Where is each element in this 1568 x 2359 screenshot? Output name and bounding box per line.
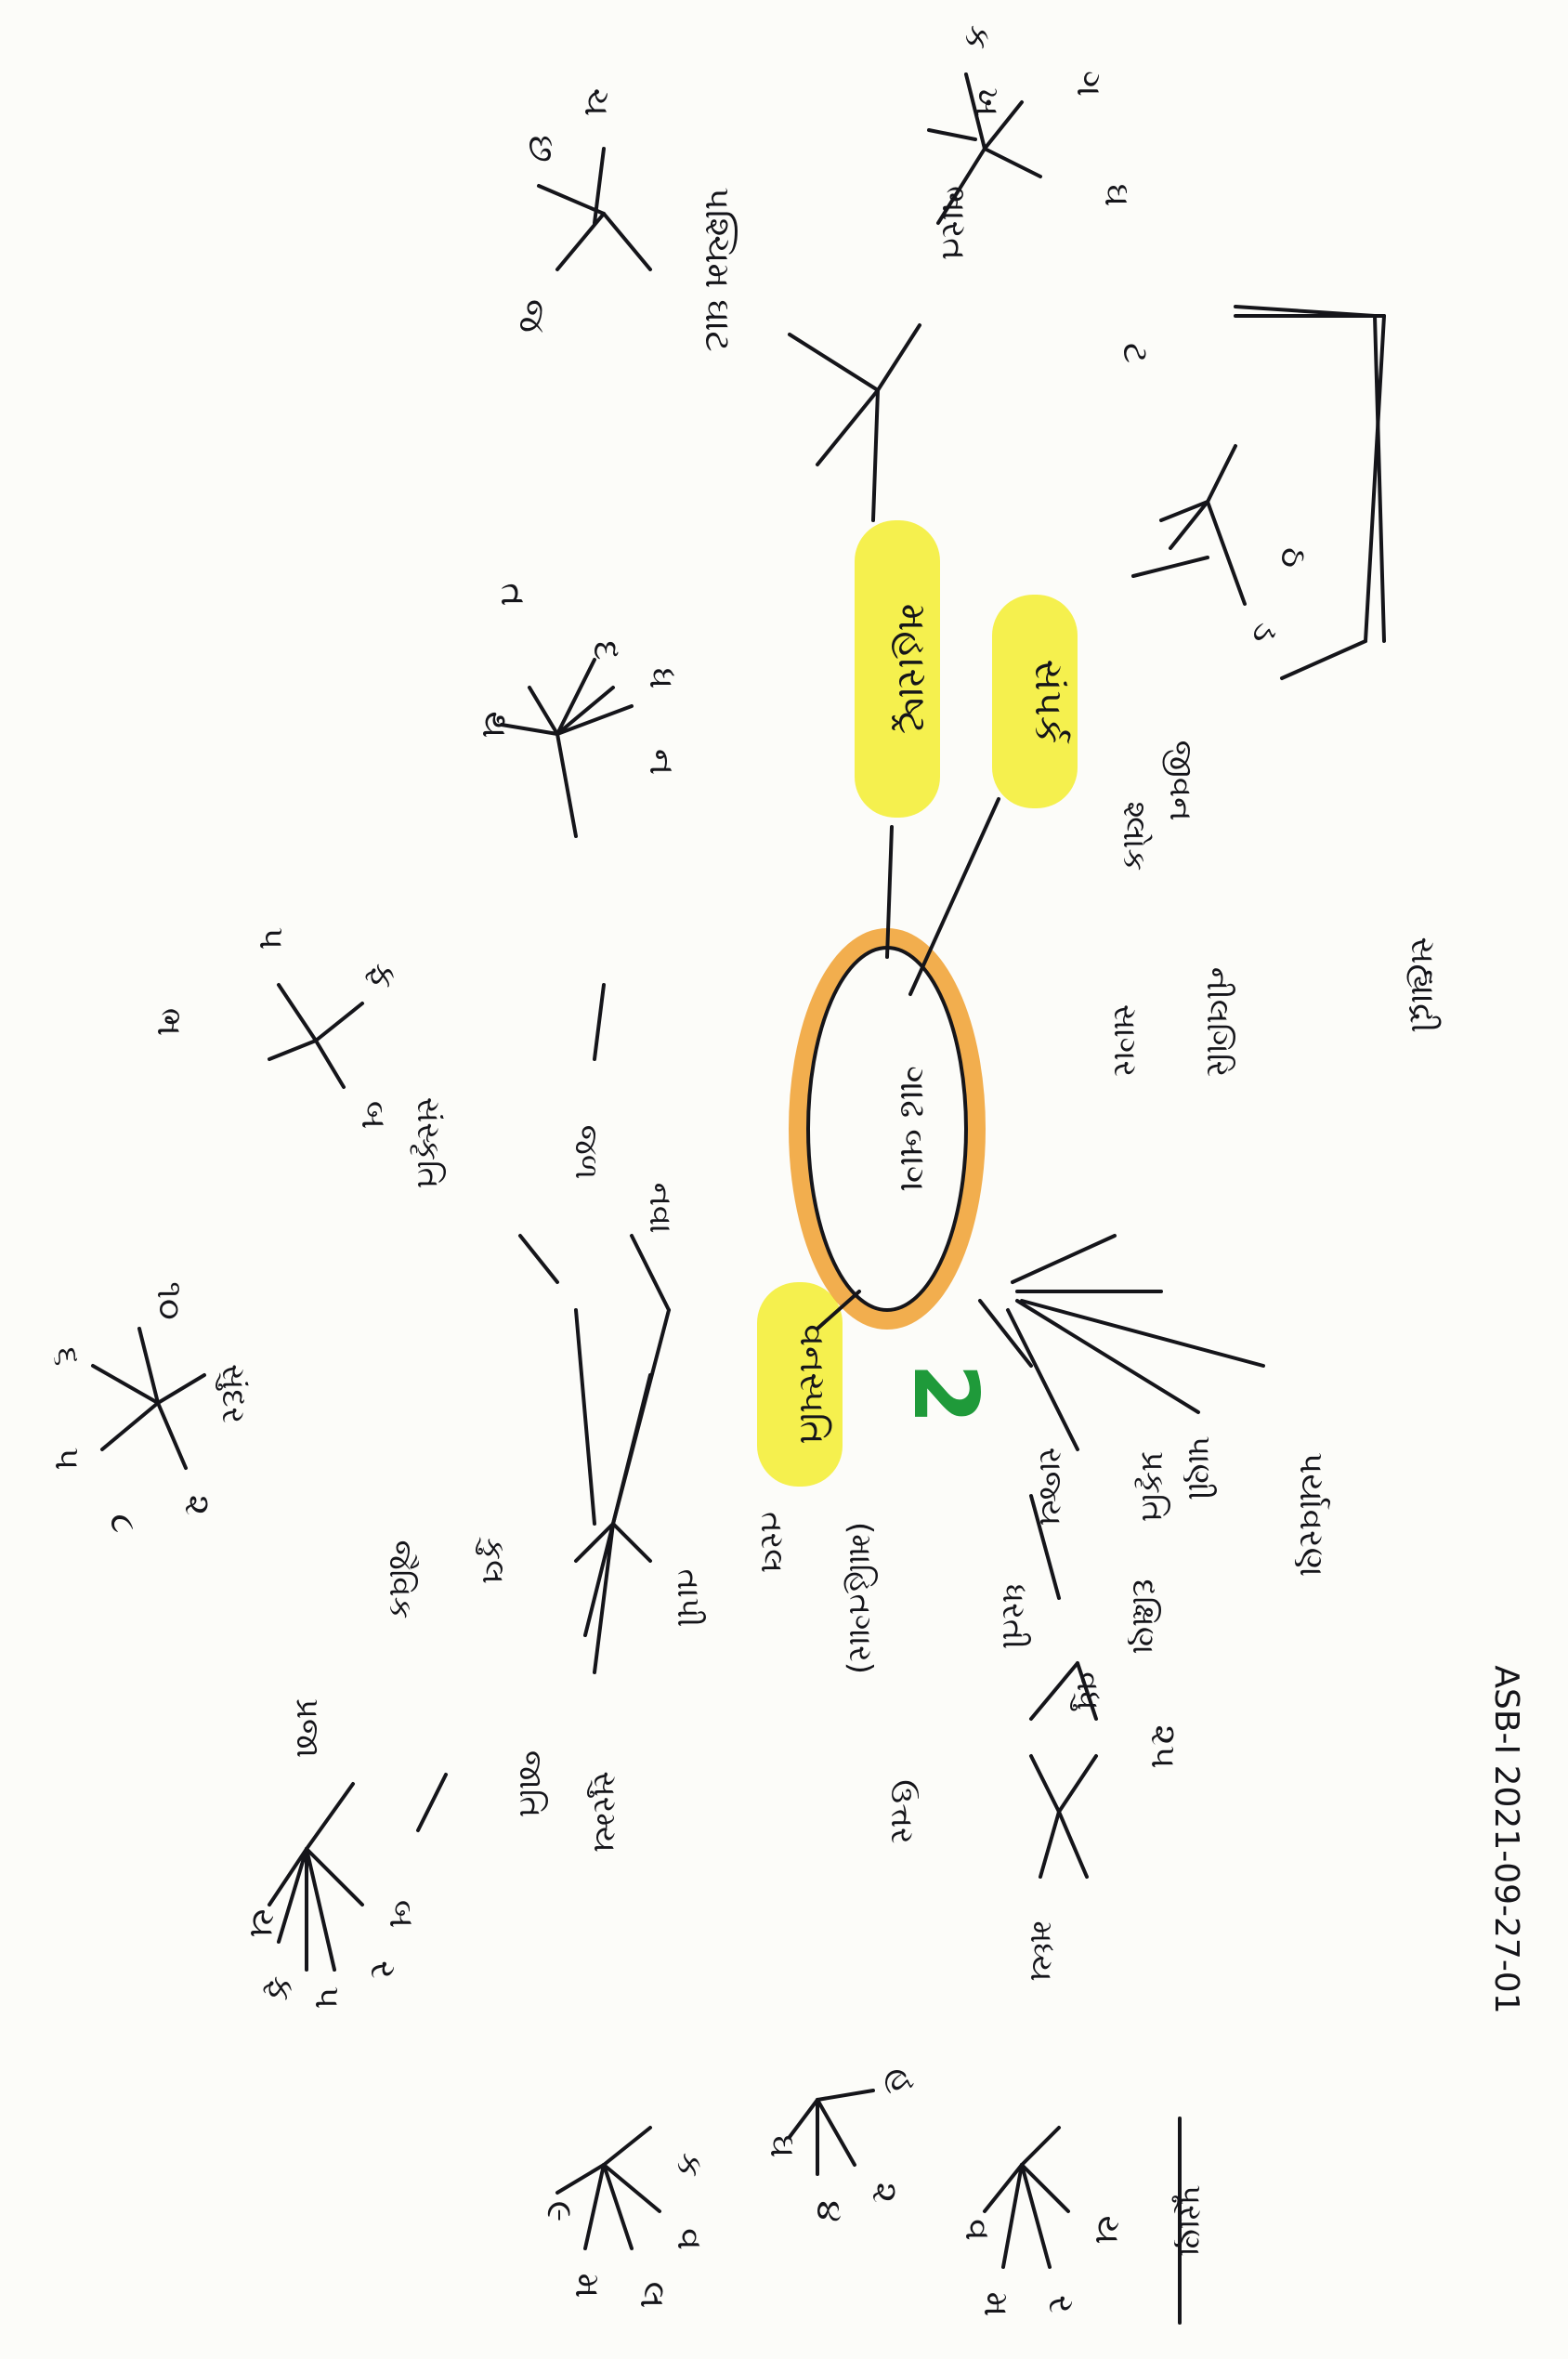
leaf-13: દ <box>586 640 627 660</box>
label-maharashtra: મહારાષ્ટ્ર <box>890 604 935 735</box>
leaf-7: જ <box>512 299 553 333</box>
label-pani: પાણી <box>1181 1435 1218 1501</box>
leaf-30: ૯ <box>540 2201 581 2222</box>
label-tapi: તાપી <box>670 1569 707 1628</box>
leaf-24: ૨ <box>177 1495 218 1515</box>
leaf-41: ર <box>1041 2295 1082 2313</box>
leaf-4: ઘ <box>1097 184 1138 207</box>
leaf-29: બ <box>382 1900 423 1929</box>
label-prakruti: પ્રકૃતિ <box>1134 1451 1171 1522</box>
leaf-10: ડ <box>1246 623 1287 642</box>
leaf-3: ગ <box>1069 71 1110 97</box>
leaf-37: ૨ <box>865 2182 906 2203</box>
label-puran: પૂરાણ <box>1170 2184 1209 2257</box>
label-sanskrit: સંસ્કૃતિ <box>410 1097 447 1189</box>
highlight-vanaspati <box>757 1282 843 1487</box>
leaf-16: પ <box>252 927 293 950</box>
leaf-18: બ <box>354 1101 395 1130</box>
label-jaivik: જૈવિક <box>382 1540 419 1619</box>
leaf-32: લ <box>633 2282 673 2309</box>
label-vadhu: વધુ <box>1069 1671 1106 1711</box>
label-shloka: શ્લોક <box>1116 802 1153 872</box>
leaf-19: ભ <box>150 1008 190 1036</box>
leaf-28: ર <box>363 1960 404 1979</box>
label-sundar: સુંદર <box>215 1364 252 1423</box>
leaf-22: ૫ <box>47 1448 88 1471</box>
leaf-40: મ <box>976 2292 1017 2317</box>
connector-lines <box>91 72 1386 2325</box>
label-nilgiri: નીલગિરિ <box>1199 967 1236 1078</box>
label-nava: નવા <box>642 1183 679 1234</box>
label-dakshin: દક્ષિણ <box>1125 1579 1162 1654</box>
leaf-12: થ <box>475 711 516 738</box>
leaf-11: ત <box>493 583 534 606</box>
leaf-27: પ <box>307 1986 348 2010</box>
label-bharat: ભારત <box>934 186 973 260</box>
leaf-35: ઘ <box>763 2135 804 2158</box>
orange-ring <box>789 928 986 1330</box>
leaf-26: ફ <box>261 1975 302 2000</box>
center-label: ગાઢ બાગ <box>893 1066 934 1192</box>
label-jeevan: જીવન <box>1162 740 1199 821</box>
central-node: ગાઢ બાગ <box>789 928 986 1330</box>
label-suram: સુરમ્ય <box>586 1771 623 1853</box>
highlight-maharashtra <box>855 520 940 818</box>
leaf-2: ખ <box>967 87 1008 116</box>
leaf-1: ક <box>958 25 999 50</box>
leaf-34: ક <box>670 2153 711 2178</box>
leaf-5: ચ <box>577 88 618 116</box>
label-sahyadri: સહ્યાદ્રી <box>1404 937 1442 1032</box>
leaf-38: હ <box>883 2068 924 2093</box>
highlight-sampark <box>992 595 1078 808</box>
label-sagar: સાગર <box>1106 1004 1143 1077</box>
leaf-36: ૪ <box>809 2200 850 2222</box>
highlights <box>757 520 1078 1487</box>
id-stamp: ASB-I 2021-09-27-01 <box>1487 1665 1525 2013</box>
leaf-9: ઠ <box>1274 547 1314 568</box>
label-madhya: મધ્ય <box>1023 1920 1060 1981</box>
label-tarala: તરલ <box>753 1512 791 1573</box>
label-pashchim: પશ્ચિમ ઘાટ <box>698 187 738 351</box>
label-jaati: જાતિ <box>512 1750 549 1817</box>
center-ellipse <box>806 946 968 1312</box>
leaf-6: છ <box>521 135 562 162</box>
leaf-31: મ <box>568 2274 608 2299</box>
leaf-17: ફ <box>363 963 404 988</box>
leaf-42: ય <box>1088 2215 1129 2244</box>
label-sampark: સંપર્ક <box>1026 660 1072 744</box>
label-vanaspati-note: (માહિતગાર) <box>842 1522 879 1674</box>
leaf-21: ૬ <box>47 1346 88 1366</box>
label-dharti: ધરતી <box>995 1584 1032 1649</box>
leaf-39: વ <box>958 2219 999 2241</box>
leaf-labels: ક ખ ગ ઘ ચ છ જ ટ ઠ ડ ત થ દ ધ ન પ ફ બ ભ ૧૦… <box>47 25 1314 2317</box>
bracket <box>1234 305 1386 643</box>
label-jala: જળ <box>568 1125 605 1180</box>
leaf-8: ટ <box>1116 343 1156 363</box>
leaf-20: ૧૦ <box>150 1281 190 1320</box>
label-rajya: રાજ્ય <box>1032 1448 1069 1527</box>
label-kul: કુલ <box>475 1536 512 1584</box>
leaf-15: ન <box>642 749 683 775</box>
leaf-33: વ <box>670 2228 711 2250</box>
label-paryavaran: પર્યાવરણ <box>1292 1452 1330 1577</box>
leaf-43: ૨૫ <box>1143 1724 1184 1768</box>
label-uttar: ઉત્તર <box>883 1779 921 1843</box>
leaf-23: ૮ <box>103 1514 144 1534</box>
branch-labels: મહારાષ્ટ્ર સંપર્ક વનસ્પતિ (માહિતગાર) પશ્… <box>215 186 1442 2257</box>
label-praja: પ્રજા <box>289 1698 326 1758</box>
leaf-14: ધ <box>642 668 683 689</box>
label-vanaspati: વનસ્પતિ <box>792 1324 833 1444</box>
page-marker: 2 <box>894 1363 996 1424</box>
leaf-25: ય <box>242 1908 283 1937</box>
